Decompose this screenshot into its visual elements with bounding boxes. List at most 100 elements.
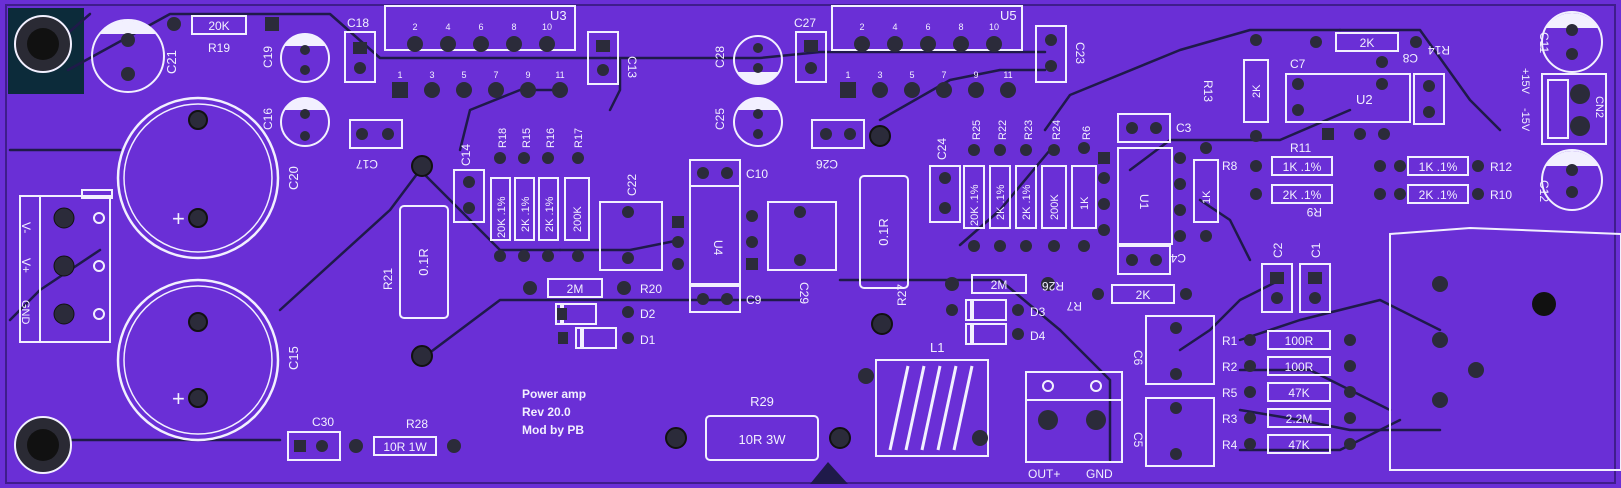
ic-u2: U2 C7 C8	[1285, 51, 1445, 140]
label-d4: D4	[1030, 329, 1046, 343]
capacitor-c2: C2	[1261, 242, 1293, 313]
value-r12: 1K .1%	[1419, 160, 1458, 174]
pin-label: 7	[493, 70, 498, 80]
capacitor-c20: + C20	[116, 96, 301, 260]
resistor-r21: 0.1R R21	[381, 155, 449, 367]
label-u3: U3	[550, 8, 567, 23]
label-r5: R5	[1222, 386, 1238, 400]
pin-label: 2	[859, 22, 864, 32]
label-r19: R19	[208, 41, 230, 55]
resistor-r6: 1K R6	[1071, 126, 1097, 252]
label-v-minus: V-	[19, 222, 33, 233]
value-r6: 1K	[1079, 196, 1091, 210]
label-c10: C10	[746, 167, 768, 181]
resistor-array-left: 20K .1% 2K .1% 2K .1% 200K R18 R15 R16 R…	[490, 128, 590, 262]
value-r29: 10R 3W	[739, 432, 787, 447]
value-r24: 200K	[1049, 194, 1061, 220]
label-c30: C30	[312, 415, 334, 429]
pin-label: 6	[478, 22, 483, 32]
label-r22: R22	[997, 120, 1009, 140]
label-r13: R13	[1201, 80, 1215, 102]
label-u5: U5	[1000, 8, 1017, 23]
capacitor-c10: C10	[689, 159, 768, 187]
pin-label: 5	[909, 70, 914, 80]
label-c20: C20	[286, 166, 301, 190]
resistor-r27: 0.1R R27	[859, 125, 909, 335]
label-r29: R29	[750, 394, 774, 409]
polarity-plus: +	[172, 206, 185, 231]
value-r25: 20K .1%	[969, 184, 981, 226]
value-r27: 0.1R	[876, 218, 891, 245]
label-r15: R15	[521, 128, 533, 148]
capacitor-c19: C19	[261, 33, 330, 83]
value-r19: 20K	[208, 19, 229, 33]
capacitor-c24: C24	[929, 138, 961, 223]
value-r26: 2M	[991, 278, 1008, 292]
label-r24: R24	[1051, 120, 1063, 140]
label-r4: R4	[1222, 438, 1238, 452]
polarity-plus: +	[172, 386, 185, 411]
connector-u5: U5 2 4 6 8 10 1 3 5 7 9 11	[831, 5, 1023, 98]
value-r14: 2K	[1360, 36, 1375, 50]
label-c6: C6	[1131, 350, 1145, 366]
value-r15: 2K .1%	[520, 196, 532, 232]
label-c14: C14	[459, 144, 473, 166]
label-c18: C18	[347, 16, 369, 30]
label-out-plus: OUT+	[1028, 467, 1060, 481]
pin-label: 11	[1003, 70, 1012, 80]
ic-u1: U1	[1098, 147, 1186, 245]
note-title: Power amp	[522, 387, 586, 401]
label-c9: C9	[746, 293, 762, 307]
value-r17: 200K	[572, 206, 584, 232]
pin-label: 3	[877, 70, 882, 80]
resistor-r19: 20K R19	[167, 15, 279, 55]
label-u4: U4	[711, 240, 725, 256]
capacitor-c25: C25	[713, 97, 783, 147]
label-r7: R7	[1066, 299, 1082, 313]
label-minus-15v: -15V	[1519, 108, 1531, 132]
capacitor-c30: C30	[287, 415, 341, 461]
label-r12: R12	[1490, 160, 1512, 174]
label-r11: R11	[1290, 141, 1311, 155]
capacitor-c14: C14	[453, 144, 485, 223]
label-r27: R27	[895, 284, 909, 306]
label-d1: D1	[640, 333, 656, 347]
pin-label: 10	[989, 22, 999, 32]
capacitor-c16: C16	[261, 97, 330, 147]
resistor-r20: 2M R20	[523, 278, 662, 298]
value-r20: 2M	[567, 282, 584, 296]
label-c24: C24	[935, 138, 949, 160]
value-r28: 10R 1W	[383, 440, 427, 454]
value-r10: 2K .1%	[1419, 188, 1458, 202]
value-r9: 2K .1%	[1283, 188, 1322, 202]
label-c19: C19	[261, 46, 275, 68]
label-r2: R2	[1222, 360, 1238, 374]
mounting-holes	[14, 15, 72, 474]
pin-label: 6	[925, 22, 930, 32]
label-c29: C29	[797, 282, 811, 304]
label-r17: R17	[573, 128, 585, 148]
value-r23: 2K .1%	[1021, 184, 1033, 220]
capacitor-c17: C17	[349, 119, 403, 171]
pin-label: 3	[429, 70, 434, 80]
label-v-plus: V+	[19, 258, 33, 273]
label-r8: R8	[1222, 159, 1238, 173]
capacitor-c21: C21	[91, 19, 179, 93]
resistor-r29: 10R 3W R29	[665, 394, 851, 461]
label-c3: C3	[1176, 121, 1192, 135]
capacitor-c9: C9	[689, 285, 762, 313]
pin-label: 9	[973, 70, 978, 80]
input-jack	[1389, 226, 1621, 471]
capacitor-c26: C26	[811, 119, 865, 171]
pin-label: 7	[941, 70, 946, 80]
capacitor-c1: C1	[1299, 242, 1331, 313]
power-connector-cn2: CN2 +15V -15V	[1519, 68, 1607, 145]
capacitor-c15: + C15	[116, 278, 301, 442]
connector-u3: U3 2 4 6 8 10 1 3 5 7 9 11	[384, 5, 576, 98]
label-r20: R20	[640, 282, 662, 296]
resistor-r13: 2K R13	[1201, 34, 1269, 142]
label-c23: C23	[1073, 42, 1087, 64]
pin-label: 5	[461, 70, 466, 80]
label-r6: R6	[1081, 126, 1093, 140]
value-r3: 2.2M	[1286, 412, 1313, 426]
